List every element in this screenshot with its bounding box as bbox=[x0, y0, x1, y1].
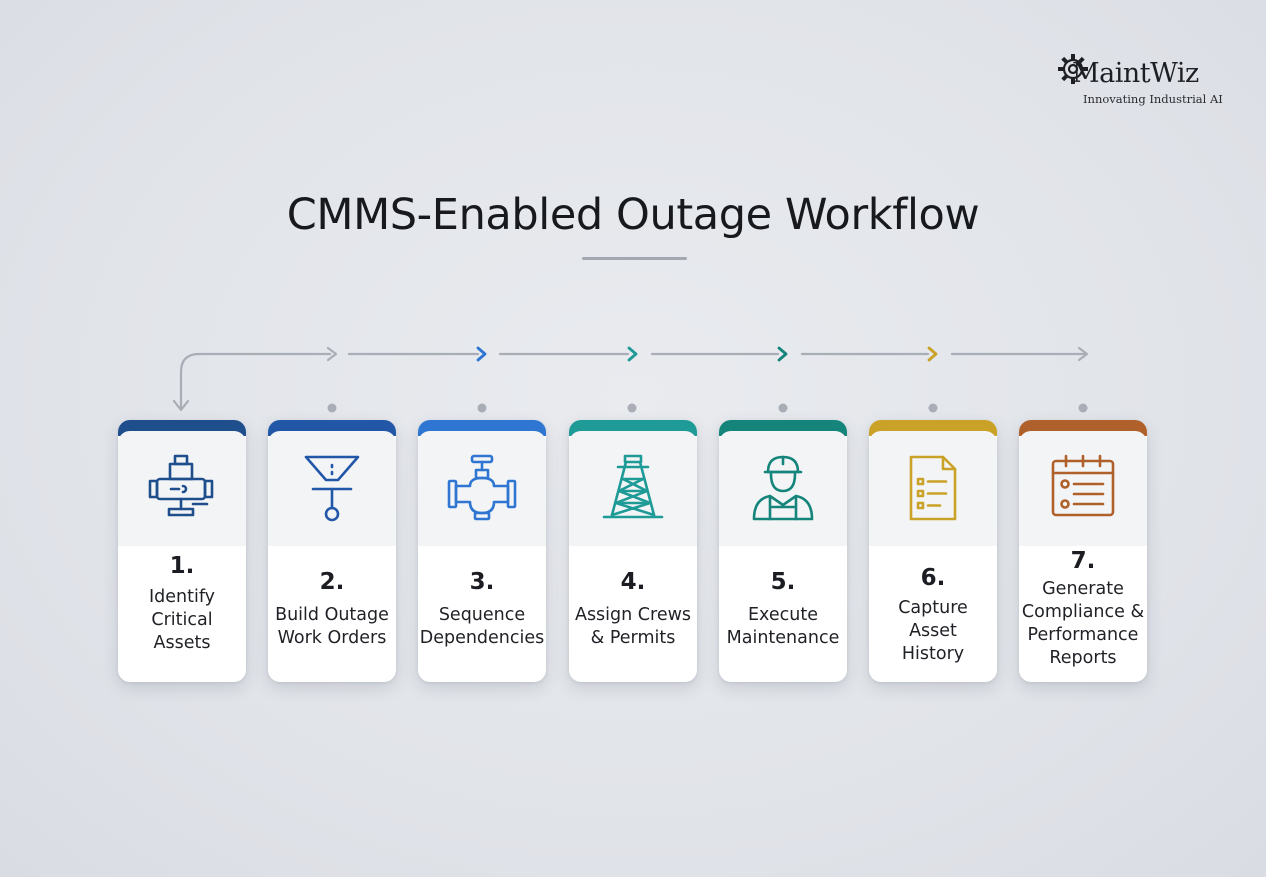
card-icon-area bbox=[268, 431, 396, 546]
step-label-line: Identify bbox=[148, 587, 216, 607]
step-label: Sequence Dependencies bbox=[418, 604, 546, 650]
connector-dot bbox=[627, 403, 637, 413]
connector-dot bbox=[327, 403, 337, 413]
report-board-icon bbox=[1051, 454, 1115, 517]
step-label-line: Build Outage bbox=[275, 605, 389, 625]
step-number: 1. bbox=[169, 553, 195, 579]
chevron-icon bbox=[927, 346, 938, 362]
step-card-2: 2. Build Outage Work Orders bbox=[268, 420, 396, 682]
step-number: 6. bbox=[920, 565, 946, 591]
step-card-7: 7. Generate Compliance & Performance Rep… bbox=[1019, 420, 1147, 682]
card-icon-area bbox=[418, 431, 546, 546]
step-label-line: Maintenance bbox=[726, 628, 840, 648]
step-label-line: Asset bbox=[909, 621, 957, 641]
card-icon-area bbox=[1019, 431, 1147, 546]
connector-dot bbox=[477, 403, 487, 413]
gear-icon bbox=[1058, 54, 1088, 84]
step-number: 7. bbox=[1070, 548, 1096, 574]
funnel-icon bbox=[304, 455, 360, 522]
step-number: 4. bbox=[620, 569, 646, 595]
step-label: Execute Maintenance bbox=[719, 604, 847, 650]
step-label-line: Reports bbox=[1049, 648, 1117, 668]
connector-dot bbox=[778, 403, 788, 413]
step-label: Build Outage Work Orders bbox=[268, 604, 396, 650]
step-label-line: Work Orders bbox=[277, 628, 387, 648]
step-label-line: & Permits bbox=[590, 628, 676, 648]
card-icon-area bbox=[118, 431, 246, 546]
connector-dot bbox=[928, 403, 938, 413]
page-title: CMMS-Enabled Outage Workflow bbox=[286, 190, 980, 240]
step-label: Generate Compliance & Performance Report… bbox=[1019, 578, 1147, 670]
brand-name: MaintWiz bbox=[1072, 58, 1199, 89]
chevron-icon bbox=[627, 346, 638, 362]
step-label: Identify Critical Assets bbox=[118, 586, 246, 655]
step-card-6: 6. Capture Asset History bbox=[869, 420, 997, 682]
step-label-line: Generate bbox=[1042, 579, 1124, 599]
step-card-3: 3. Sequence Dependencies bbox=[418, 420, 546, 682]
card-icon-area bbox=[719, 431, 847, 546]
step-card-4: 4. Assign Crews & Permits bbox=[569, 420, 697, 682]
step-card-1: 1. Identify Critical Assets bbox=[118, 420, 246, 682]
step-number: 5. bbox=[770, 569, 796, 595]
step-number: 2. bbox=[319, 569, 345, 595]
step-number: 3. bbox=[469, 569, 495, 595]
brand-tagline: Innovating Industrial AI bbox=[1083, 92, 1223, 106]
step-label: Capture Asset History bbox=[869, 597, 997, 666]
brand-logo: MaintWiz Innovating Industrial AI bbox=[1056, 50, 1226, 110]
step-label-line: Execute bbox=[748, 605, 818, 625]
card-icon-area bbox=[869, 431, 997, 546]
card-icon-area bbox=[569, 431, 697, 546]
connector-start bbox=[179, 352, 332, 410]
worker-icon bbox=[752, 455, 814, 521]
chevron-icon bbox=[476, 346, 487, 362]
chevron-icon bbox=[777, 346, 788, 362]
step-label: Assign Crews & Permits bbox=[569, 604, 697, 650]
connector-start-arrowhead bbox=[172, 399, 190, 412]
step-label-line: Dependencies bbox=[419, 628, 545, 648]
step-label-line: Sequence bbox=[438, 605, 526, 625]
step-label-line: Assets bbox=[153, 633, 211, 653]
step-label-line: Capture bbox=[898, 598, 968, 618]
step-label-line: Critical bbox=[151, 610, 213, 630]
pipe-valve-icon bbox=[447, 454, 517, 521]
document-icon bbox=[909, 455, 957, 521]
title-underline bbox=[582, 257, 687, 260]
step-label-line: Performance bbox=[1027, 625, 1139, 645]
industrial-valve-icon bbox=[148, 454, 214, 517]
step-label-line: Compliance & bbox=[1021, 602, 1145, 622]
step-label-line: Assign Crews bbox=[574, 605, 692, 625]
step-card-5: 5. Execute Maintenance bbox=[719, 420, 847, 682]
connector-dot bbox=[1078, 403, 1088, 413]
step-label-line: History bbox=[901, 644, 965, 664]
derrick-tower-icon bbox=[602, 454, 664, 519]
